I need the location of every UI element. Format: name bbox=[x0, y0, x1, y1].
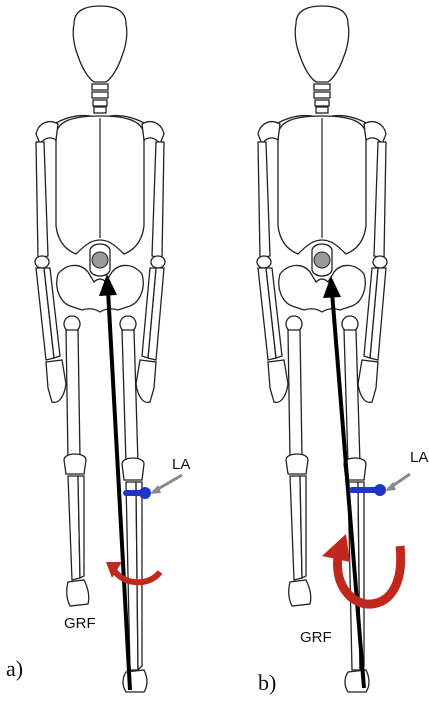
grf-label-b: GRF bbox=[300, 629, 332, 646]
la-pointer-head-a bbox=[150, 485, 161, 494]
lever-arm-dot-a bbox=[139, 487, 151, 499]
lever-arm-dot-b bbox=[374, 484, 386, 496]
skeleton-a bbox=[35, 6, 165, 692]
panel-b: LA GRF b) bbox=[257, 6, 428, 695]
panel-label-b: b) bbox=[258, 670, 276, 695]
la-label-b: LA bbox=[410, 449, 428, 466]
la-label-a: LA bbox=[172, 456, 190, 473]
moment-arrowhead-b bbox=[322, 534, 350, 562]
panel-a: LA GRF a) bbox=[6, 6, 190, 692]
skeleton-b bbox=[257, 6, 387, 692]
panel-label-a: a) bbox=[6, 656, 23, 681]
grf-label-a: GRF bbox=[64, 615, 96, 632]
